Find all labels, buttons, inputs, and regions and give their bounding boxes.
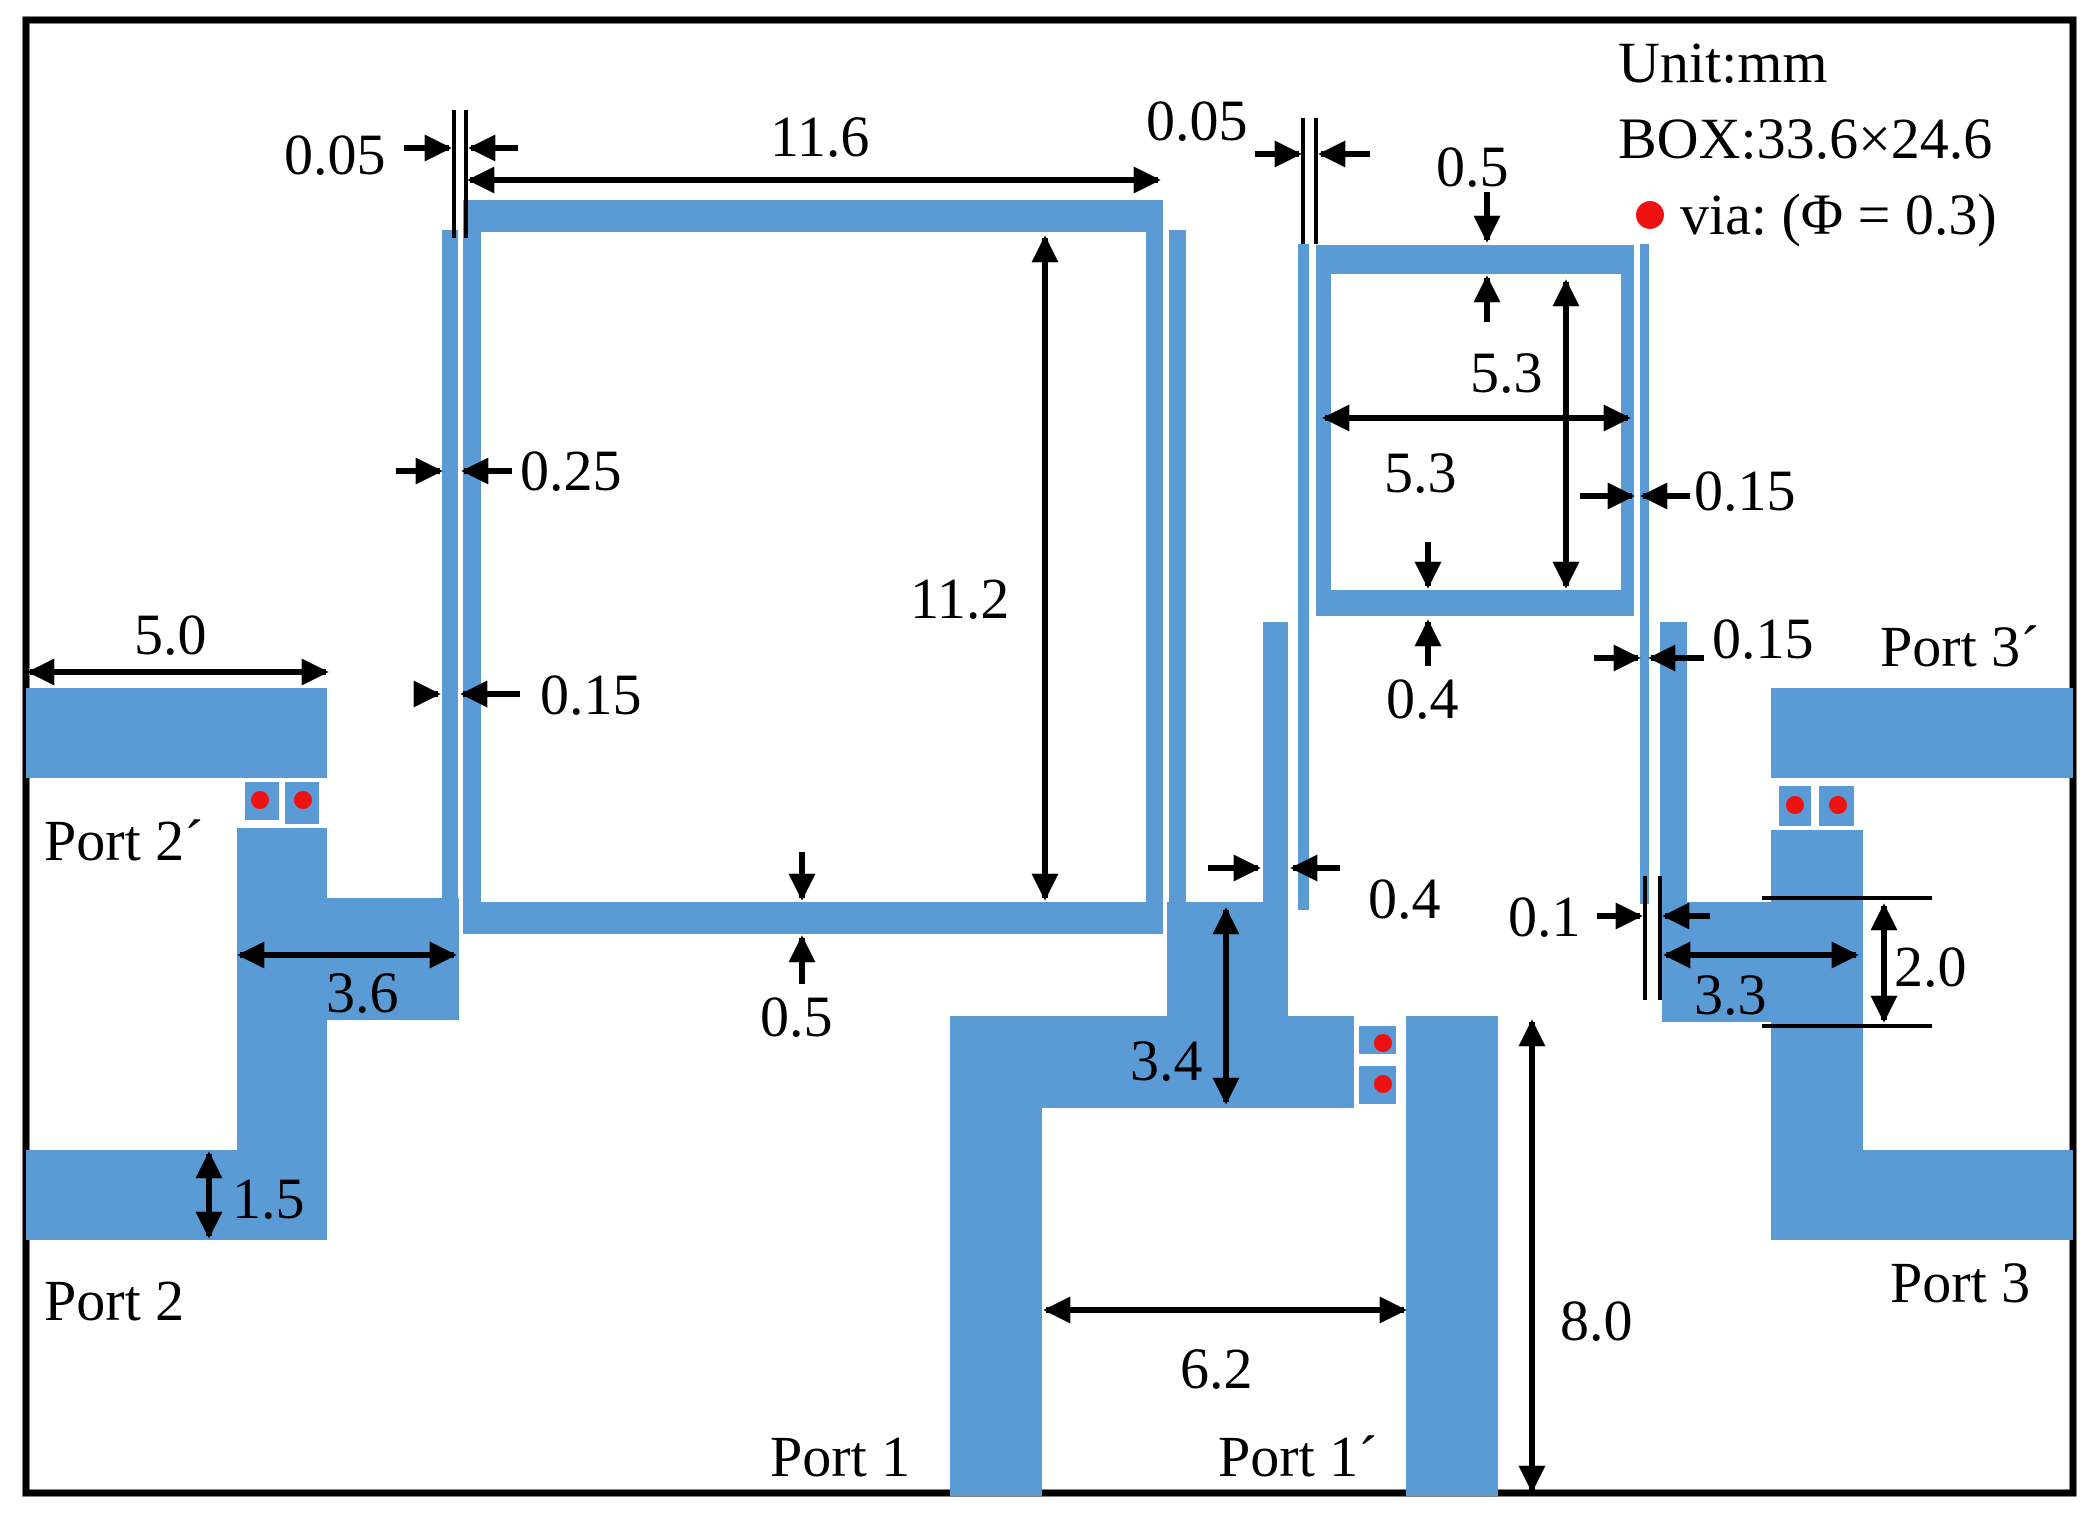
dim-label: 5.0 bbox=[134, 602, 207, 667]
big-ring-left bbox=[463, 200, 481, 934]
port1p-arm bbox=[1406, 1016, 1498, 1496]
center-stub bbox=[1263, 622, 1288, 920]
dim-label: 0.05 bbox=[1146, 88, 1248, 153]
right-tap-line bbox=[1660, 622, 1687, 907]
dim-label: 0.5 bbox=[760, 984, 833, 1049]
port3-line bbox=[1771, 1150, 2073, 1240]
dim-label: 0.15 bbox=[1712, 606, 1814, 671]
dim-label: 3.4 bbox=[1130, 1028, 1203, 1093]
vias bbox=[251, 201, 1847, 1093]
via bbox=[1786, 796, 1804, 814]
dim-label: 0.15 bbox=[540, 662, 642, 727]
microstrip-layout bbox=[26, 200, 2073, 1496]
via bbox=[1829, 796, 1847, 814]
dim-label: 0.25 bbox=[520, 438, 622, 503]
dim-label: 6.2 bbox=[1180, 1336, 1253, 1401]
big-left-coupling-line bbox=[442, 230, 458, 900]
dim-label: 1.5 bbox=[232, 1166, 305, 1231]
small-ring-top bbox=[1316, 245, 1634, 274]
via bbox=[294, 791, 312, 809]
big-ring-right bbox=[1146, 200, 1163, 934]
via bbox=[1374, 1034, 1392, 1052]
dim-label: 5.3 bbox=[1384, 440, 1457, 505]
port3p-line bbox=[1771, 688, 2073, 778]
dim-label: 0.4 bbox=[1386, 666, 1459, 731]
dim-label: 11.2 bbox=[910, 566, 1009, 631]
small-ring-bottom bbox=[1316, 590, 1634, 616]
port2-label: Port 2 bbox=[44, 1268, 184, 1333]
small-right-coupling-line bbox=[1640, 244, 1649, 904]
dimension-lines bbox=[27, 110, 1932, 1493]
small-left-coupling-line bbox=[1298, 244, 1309, 910]
dim-label: 2.0 bbox=[1894, 934, 1967, 999]
dim-label: 3.3 bbox=[1694, 962, 1767, 1027]
legend-unit: Unit:mm bbox=[1618, 30, 1827, 95]
dim-label: 0.5 bbox=[1436, 134, 1509, 199]
dim-label: 3.6 bbox=[326, 960, 399, 1025]
dim-label: 0.4 bbox=[1368, 866, 1441, 931]
dim-label: 11.6 bbox=[770, 104, 869, 169]
port2-line bbox=[26, 1150, 327, 1240]
via-legend-dot bbox=[1636, 201, 1664, 229]
via bbox=[251, 791, 269, 809]
port2p-line bbox=[26, 688, 327, 778]
dim-label: 0.15 bbox=[1694, 458, 1796, 523]
big-ring-bottom bbox=[463, 902, 1163, 934]
small-ring-right bbox=[1621, 245, 1634, 616]
big-ring-top bbox=[463, 200, 1163, 232]
port1-arm bbox=[950, 1016, 1042, 1496]
small-ring-left bbox=[1316, 245, 1331, 616]
dim-label: 0.05 bbox=[284, 122, 386, 187]
port3p-label: Port 3´ bbox=[1880, 614, 2040, 679]
port1-label: Port 1 bbox=[770, 1424, 910, 1489]
port1p-label: Port 1´ bbox=[1218, 1424, 1378, 1489]
port3-label: Port 3 bbox=[1890, 1250, 2030, 1315]
via bbox=[1374, 1075, 1392, 1093]
legend-via: via: (Φ = 0.3) bbox=[1680, 182, 1997, 247]
port2p-label: Port 2´ bbox=[44, 808, 204, 873]
dim-label: 0.1 bbox=[1508, 884, 1581, 949]
big-right-coupling-line bbox=[1169, 230, 1186, 902]
dim-label: 5.3 bbox=[1470, 340, 1543, 405]
dim-label: 8.0 bbox=[1560, 1288, 1633, 1353]
legend-box: BOX:33.6×24.6 bbox=[1618, 106, 1992, 171]
